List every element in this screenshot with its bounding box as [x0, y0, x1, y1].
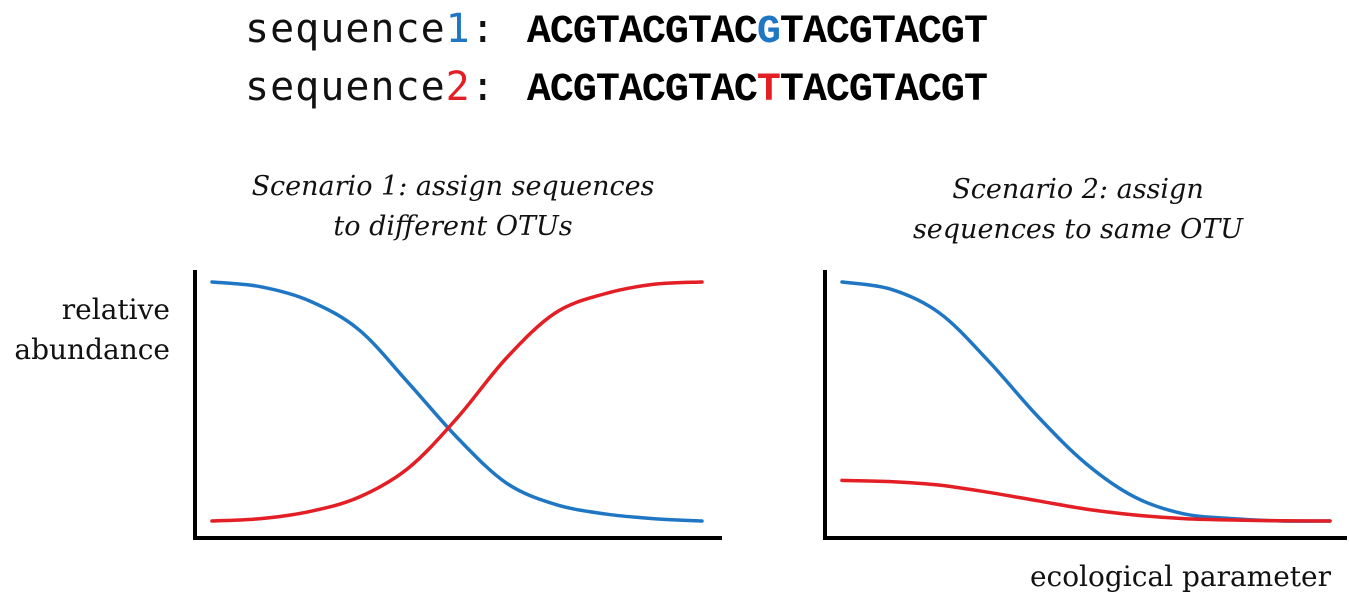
sequence-1-label: sequence	[245, 6, 446, 52]
sequence-1-number: 1	[445, 6, 471, 52]
chart-2-sequence2-line	[840, 478, 1332, 523]
y-axis-label-line2: abundance	[14, 333, 170, 366]
scenario-1-title: Scenario 1: assign sequences to differen…	[222, 167, 684, 247]
sequence-1-row: sequence1: ACGTACGTACGTACGTACGT	[245, 5, 988, 57]
sequence-1-bases: ACGTACGTACGTACGTACGT	[526, 10, 988, 55]
sequence-2-bases: ACGTACGTACTTACGTACGT	[526, 68, 988, 113]
chart-2-axes	[823, 270, 1347, 540]
sequence-1-suffix: TACGTACGT	[779, 10, 988, 55]
chart-2-sequence1-line	[840, 280, 1332, 523]
sequence-2-colon: :	[470, 64, 495, 110]
chart-1-axes	[193, 270, 722, 540]
sequence-2-mutation: T	[756, 68, 781, 113]
chart-1-sequence2-line	[210, 280, 704, 523]
scenario-1-title-line1: Scenario 1: assign sequences	[251, 171, 655, 202]
y-axis-label: relative abundance	[14, 290, 170, 370]
sequence-2-label: sequence	[245, 64, 446, 110]
sequence-2-row: sequence2: ACGTACGTACTTACGTACGT	[245, 63, 988, 115]
scenario-2-chart	[823, 270, 1347, 540]
sequence-2-number: 2	[445, 64, 471, 110]
sequence-2-suffix: TACGTACGT	[779, 68, 988, 113]
x-axis-label: ecological parameter	[1029, 560, 1331, 593]
scenario-2-title: Scenario 2: assign sequences to same OTU	[858, 170, 1298, 250]
scenario-2-title-line1: Scenario 2: assign	[952, 174, 1204, 205]
scenario-1-chart	[193, 270, 722, 540]
scenario-2-title-line2: sequences to same OTU	[912, 214, 1244, 245]
chart-1-sequence1-line	[210, 280, 704, 523]
sequence-1-colon: :	[470, 6, 495, 52]
scenario-1-title-line2: to different OTUs	[333, 211, 573, 242]
sequence-1-prefix: ACGTACGTAC	[526, 10, 758, 55]
sequence-1-mutation: G	[756, 10, 781, 55]
y-axis-label-line1: relative	[61, 293, 170, 326]
sequence-2-prefix: ACGTACGTAC	[526, 68, 758, 113]
